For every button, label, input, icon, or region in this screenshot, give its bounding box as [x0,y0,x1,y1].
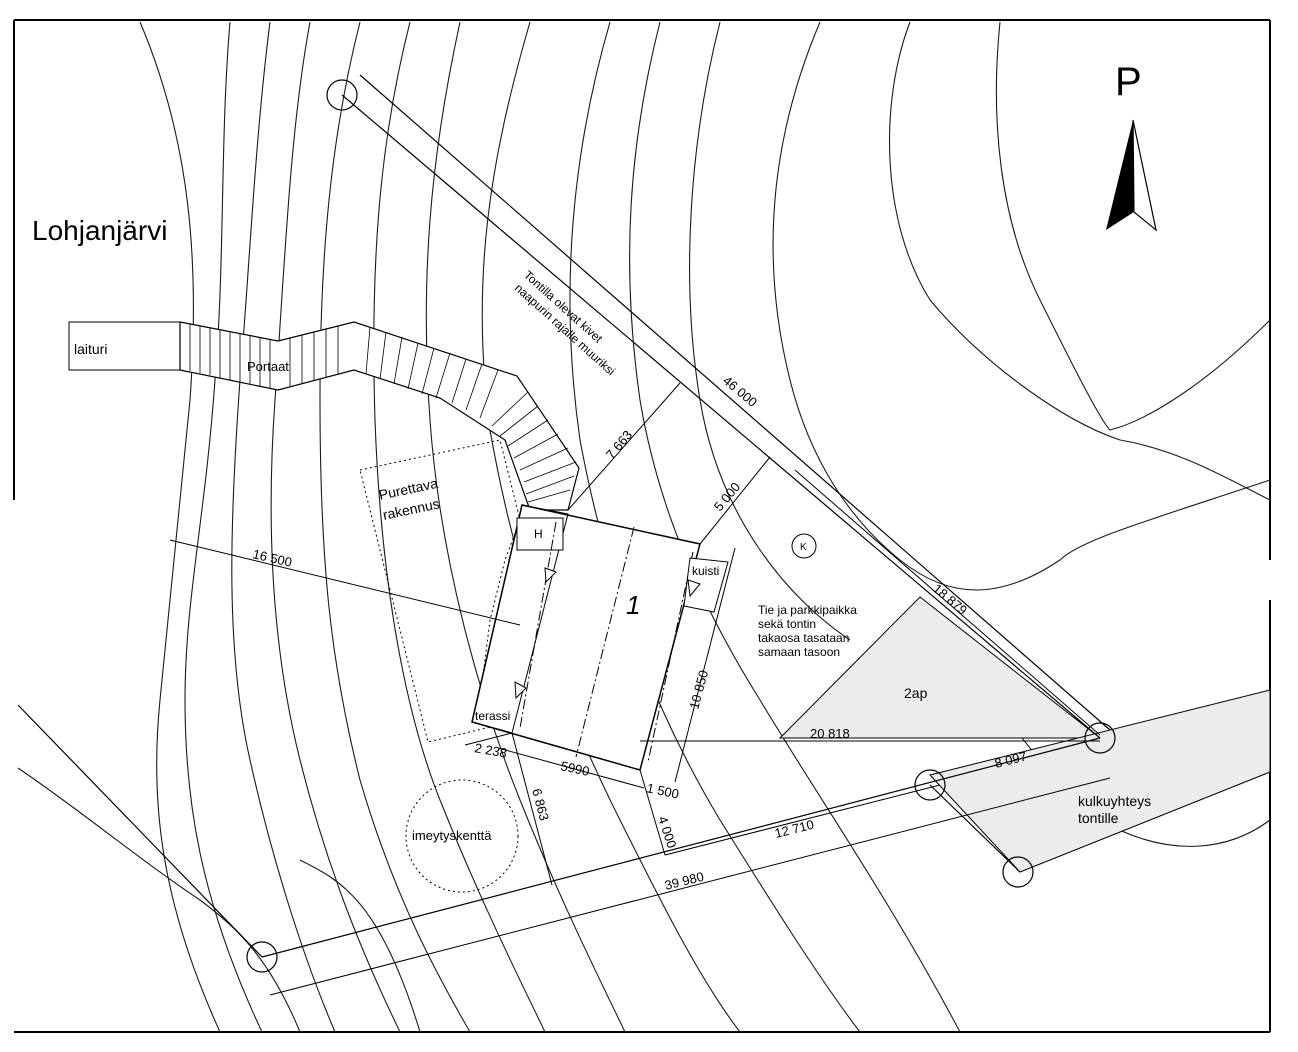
dim-12710: 12 710 [773,817,815,841]
road-note-1: Tie ja parkkipaikka [758,603,857,617]
dim-10850: 10 850 [686,668,711,710]
h-box-label: H [534,527,543,541]
boundary-markers [246,79,1116,973]
terrace-label: terassi [475,709,510,723]
demolished-building-outline [359,439,579,743]
dim-6863: 6 863 [529,787,552,822]
road-note-3: takaosa tasataan [758,631,849,645]
dim-39980: 39 980 [663,869,705,893]
dim-2238: 2 238 [473,740,508,760]
north-arrow [1106,119,1157,232]
access-note-2: tontille [1078,810,1119,826]
access-note-1: kulkuyhteys [1078,793,1151,809]
pier [68,321,181,371]
dim-20818: 20 818 [810,726,850,741]
plot-boundary [17,74,1111,958]
stones-note-2: naapurin rajalle muuriksi [512,281,618,378]
contour-lines [17,21,1271,1033]
road-note-2: sekä tontin [758,617,816,631]
k-marker-label: K [800,542,807,553]
dim-5990: 5990 [559,758,590,779]
main-building [471,504,729,771]
stairs [179,321,580,511]
parking-label: 2ap [904,685,928,701]
infiltration-label: imeytyskenttä [412,828,492,843]
pier-label: laituri [74,341,107,357]
north-label: P [1115,60,1142,104]
lake-label: Lohjanjärvi [32,215,167,246]
dim-1500: 1 500 [645,780,680,801]
dim-7663: 7 663 [603,427,635,462]
drawing-frame [13,19,1271,1033]
porch-label: kuisti [692,564,719,578]
stairs-label: Portaat [247,359,289,374]
dim-4000: 4 000 [655,814,679,850]
infiltration-field [405,779,519,893]
parking-area [778,596,1102,739]
dim-46000: 46 000 [720,373,760,410]
dimension-lines [169,382,1111,996]
k-marker-circle [791,533,817,559]
road-note-4: samaan tasoon [758,645,840,659]
building-number: 1 [626,590,640,620]
